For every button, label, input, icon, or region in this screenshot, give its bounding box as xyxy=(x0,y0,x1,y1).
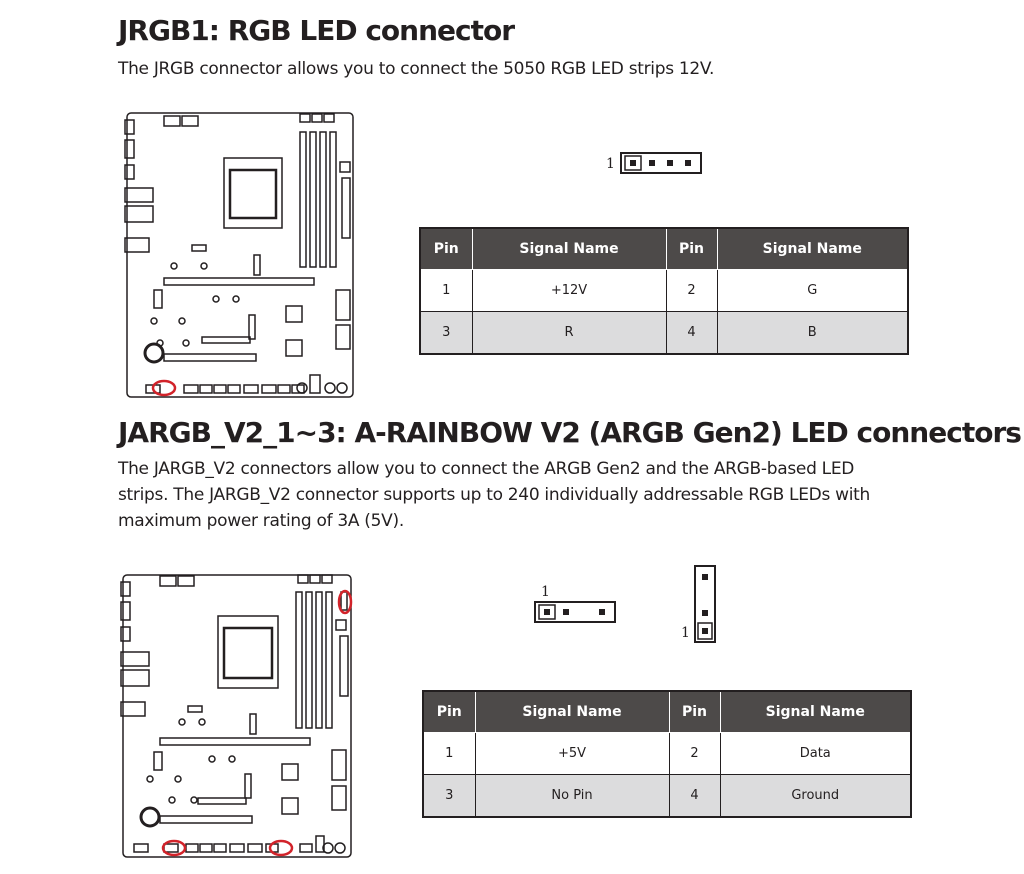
table-cell: 2 xyxy=(665,269,718,312)
table-header-row: Pin Signal Name Pin Signal Name xyxy=(422,690,912,733)
table-row: 3 R 4 B xyxy=(419,311,909,355)
highlight-jargb-location-3 xyxy=(337,589,353,615)
pin1-label-vertical: 1 xyxy=(681,625,690,641)
table-cell: Ground xyxy=(719,774,912,818)
header-pin: Pin xyxy=(422,690,476,733)
highlight-jargb-location-2 xyxy=(268,839,294,857)
table-cell: +5V xyxy=(474,732,670,775)
jrgb-pin-table: Pin Signal Name Pin Signal Name 1 +12V 2… xyxy=(419,227,909,355)
table-row: 1 +5V 2 Data xyxy=(422,732,912,775)
jargb-pin-table: Pin Signal Name Pin Signal Name 1 +5V 2 … xyxy=(422,690,912,818)
table-cell: +12V xyxy=(471,269,667,312)
table-cell: 4 xyxy=(668,774,721,818)
pin1-label-horizontal: 1 xyxy=(541,584,550,600)
table-cell: B xyxy=(716,311,909,355)
table-cell: 3 xyxy=(422,774,476,818)
table-row: 3 No Pin 4 Ground xyxy=(422,774,912,818)
table-cell: R xyxy=(471,311,667,355)
header-signal-name: Signal Name xyxy=(719,690,912,733)
jargb-connector-horizontal-icon xyxy=(534,601,616,623)
header-signal-name: Signal Name xyxy=(474,690,670,733)
header-pin: Pin xyxy=(668,690,721,733)
motherboard-diagram-jargb xyxy=(120,574,353,858)
table-header-row: Pin Signal Name Pin Signal Name xyxy=(419,227,909,270)
table-cell: 3 xyxy=(419,311,473,355)
table-cell: G xyxy=(716,269,909,312)
table-cell: No Pin xyxy=(474,774,670,818)
motherboard-diagram-jrgb1 xyxy=(124,112,354,398)
header-signal-name: Signal Name xyxy=(716,227,909,270)
header-pin: Pin xyxy=(665,227,718,270)
highlight-jrgb1-location xyxy=(151,379,177,397)
table-cell: 4 xyxy=(665,311,718,355)
section-description-jargb: The JARGB_V2 connectors allow you to con… xyxy=(118,459,870,531)
highlight-jargb-location-1 xyxy=(161,839,187,857)
header-pin: Pin xyxy=(419,227,473,270)
table-cell: Data xyxy=(719,732,912,775)
table-cell: 2 xyxy=(668,732,721,775)
section-title-jargb: JARGB_V2_1~3: A-RAINBOW V2 (ARGB Gen2) L… xyxy=(118,416,1022,449)
section-description-jrgb1: The JRGB connector allows you to connect… xyxy=(118,59,715,79)
pin1-label: 1 xyxy=(606,156,615,172)
table-cell: 1 xyxy=(419,269,473,312)
section-title-jrgb1: JRGB1: RGB LED connector xyxy=(118,14,515,47)
table-row: 1 +12V 2 G xyxy=(419,269,909,312)
jrgb-connector-icon xyxy=(620,152,702,174)
table-cell: 1 xyxy=(422,732,476,775)
jargb-connector-vertical-icon xyxy=(694,565,716,643)
header-signal-name: Signal Name xyxy=(471,227,667,270)
